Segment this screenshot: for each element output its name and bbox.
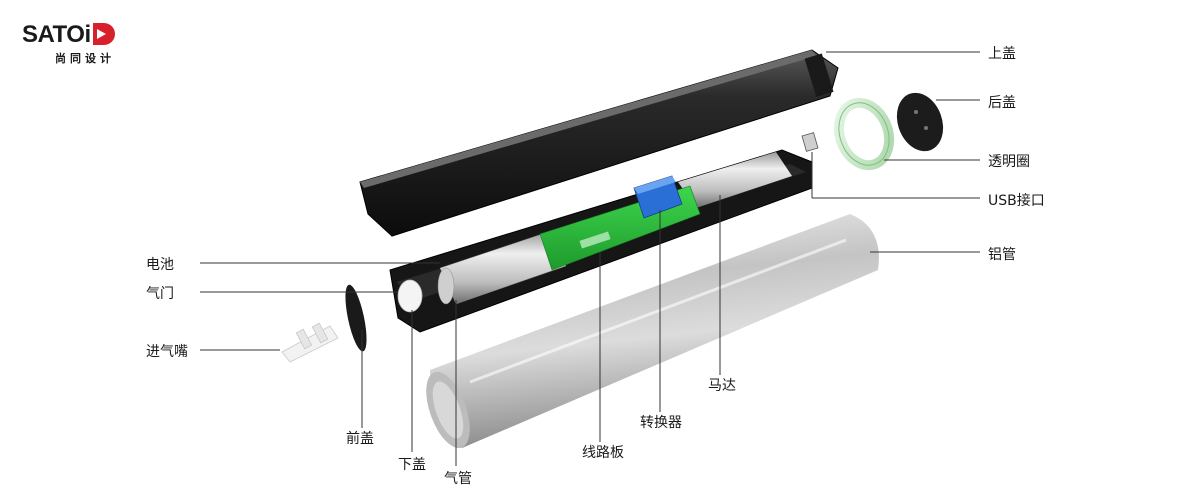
back-cover-part bbox=[896, 92, 944, 152]
battery-part bbox=[437, 231, 567, 305]
leader-lines bbox=[200, 51, 980, 466]
top-cover-part bbox=[359, 49, 839, 237]
label-top-cover: 上盖 bbox=[988, 46, 1016, 62]
brand-logo: SATOi 尚同设计 bbox=[22, 22, 162, 66]
label-motor: 马达 bbox=[708, 378, 736, 394]
motor-part bbox=[678, 152, 792, 208]
logo-d-mark bbox=[92, 23, 115, 45]
label-usb-port: USB接口 bbox=[988, 193, 1045, 209]
label-circuit-board: 线路板 bbox=[582, 445, 624, 461]
label-battery: 电池 bbox=[146, 257, 174, 273]
logo-wordmark: SATOi bbox=[22, 21, 91, 48]
label-air-valve: 气门 bbox=[146, 286, 174, 302]
label-bottom-cover: 下盖 bbox=[398, 457, 426, 473]
air-inlet-nozzle-part bbox=[281, 322, 339, 363]
front-cover-part bbox=[345, 284, 367, 352]
label-air-inlet-nozzle: 进气嘴 bbox=[146, 344, 188, 360]
air-valve-part bbox=[397, 279, 423, 313]
label-transparent-ring: 透明圈 bbox=[988, 154, 1030, 170]
label-back-cover: 后盖 bbox=[988, 95, 1016, 111]
label-front-cover: 前盖 bbox=[346, 431, 374, 447]
label-air-pipe: 气管 bbox=[444, 471, 472, 487]
logo-subtitle: 尚同设计 bbox=[55, 52, 115, 65]
usb-port-part bbox=[801, 132, 819, 152]
label-converter: 转换器 bbox=[640, 415, 682, 431]
aluminum-tube-part bbox=[426, 214, 879, 449]
converter-part bbox=[633, 175, 683, 219]
transparent-ring-part bbox=[833, 97, 895, 171]
label-aluminum-tube: 铝管 bbox=[988, 247, 1016, 263]
